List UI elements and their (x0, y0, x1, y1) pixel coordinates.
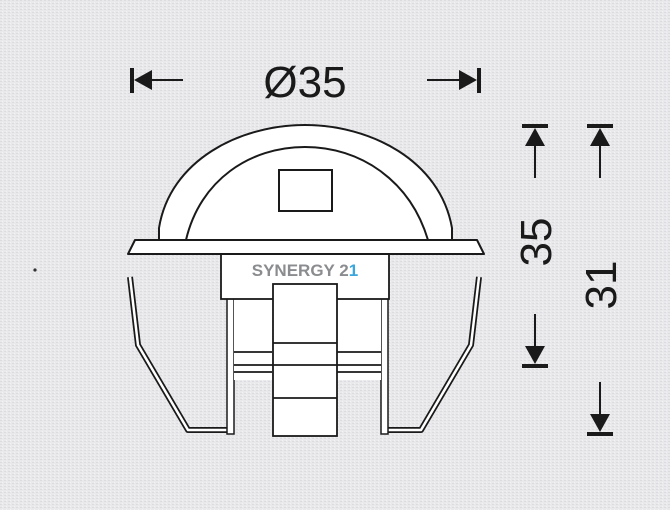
height-label-31: 31 (577, 261, 626, 310)
spring-clip-right (383, 276, 482, 433)
dimension-arrow-down-icon (522, 314, 548, 368)
dimension-arrow-up-icon (587, 124, 613, 178)
diameter-label: Ø35 (263, 58, 346, 107)
led-window (278, 169, 333, 212)
flange (127, 239, 485, 255)
central-column (272, 283, 338, 437)
logo-accent-text: 1 (349, 261, 358, 280)
height-dimension-35: 35 (512, 124, 561, 368)
dome-lens (158, 123, 453, 241)
height-dimension-31: 31 (577, 124, 626, 436)
dimension-arrow-down-icon (587, 382, 613, 436)
dimension-arrow-left-icon (130, 68, 183, 93)
diameter-dimension: Ø35 (130, 58, 481, 107)
dimension-arrow-up-icon (522, 124, 548, 178)
height-label-35: 35 (512, 218, 561, 267)
spring-clip-left (127, 276, 229, 433)
stray-dot (33, 268, 37, 272)
dimension-arrow-right-icon (427, 68, 481, 93)
logo-main-text: SYNERGY 2 (252, 261, 349, 280)
brand-logo: SYNERGY 21 (252, 261, 358, 280)
